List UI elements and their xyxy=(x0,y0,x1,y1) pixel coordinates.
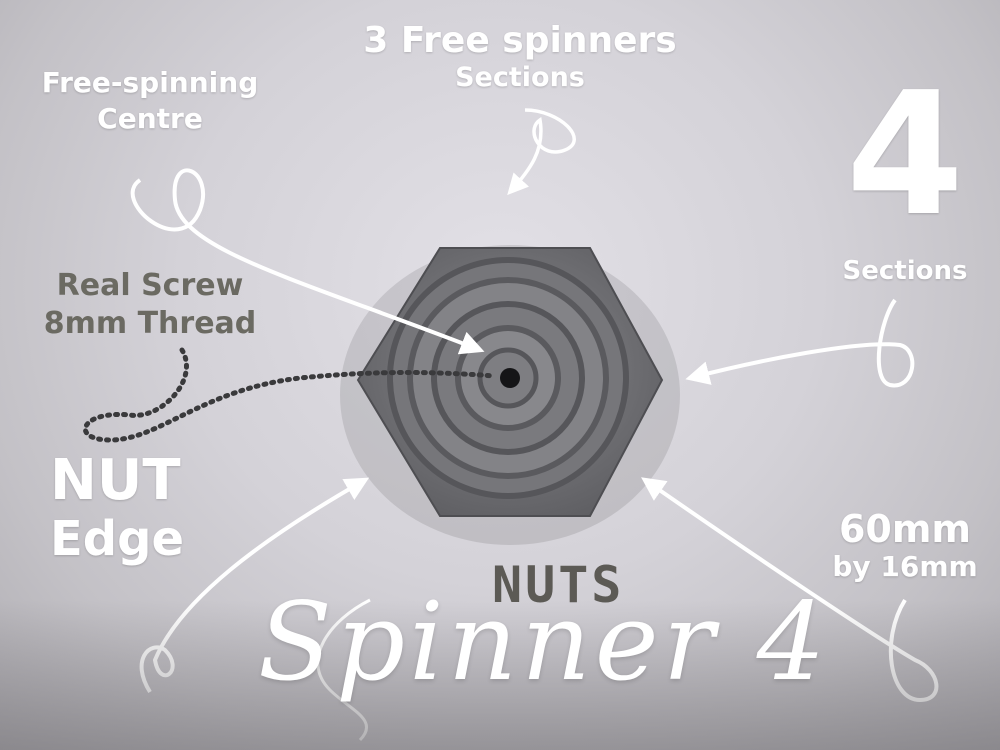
dimension-label-line2: by 16mm xyxy=(832,550,978,583)
spinner-rings xyxy=(387,257,629,499)
dimension-label-line1: 60mm xyxy=(838,507,972,551)
screw-label-line2: 8mm Thread xyxy=(43,306,257,341)
product-script-title: Spinner 4 xyxy=(258,580,830,705)
bottom-vignette xyxy=(0,600,1000,750)
centre-hole xyxy=(500,368,520,388)
spinners-arrow xyxy=(507,108,576,196)
sections-number: 4 xyxy=(845,56,965,254)
sections-label: Sections xyxy=(842,256,968,286)
spinners-subtitle: Sections xyxy=(455,62,585,93)
centre-arrow xyxy=(130,168,485,355)
nut-label-line2: Edge xyxy=(50,511,185,567)
centre-label-line2: Centre xyxy=(97,102,203,135)
spinners-title: 3 Free spinners xyxy=(363,20,677,61)
nut-label-line1: NUT xyxy=(50,448,181,513)
centre-label-line1: Free-spinning xyxy=(41,66,259,99)
sections-arrow xyxy=(685,298,915,388)
screw-label-line1: Real Screw xyxy=(56,268,244,303)
screw-thread-line xyxy=(82,347,498,443)
brand-logo: NUTS xyxy=(492,556,625,614)
